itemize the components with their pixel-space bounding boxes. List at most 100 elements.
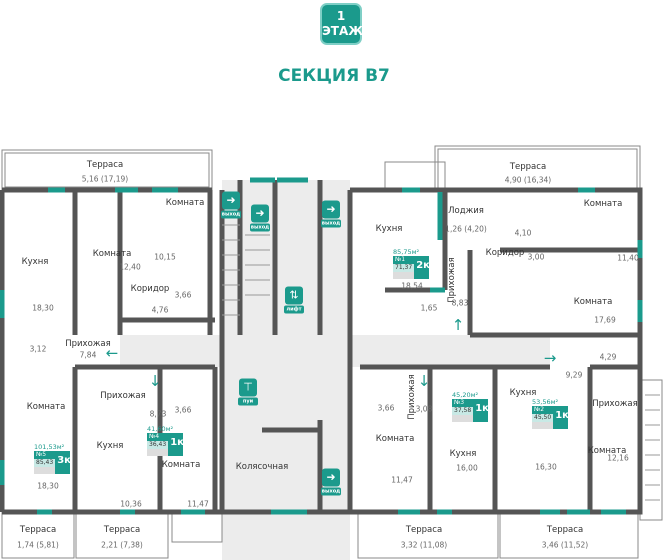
floor-badge: 1 ЭТАЖ xyxy=(320,3,363,45)
room-area: 16,00 xyxy=(456,463,478,473)
stairs xyxy=(222,224,660,501)
room-area: 2,21 (7,38) xyxy=(101,540,143,550)
exit-icon: ➜ xyxy=(222,191,240,210)
floor-label: ЭТАЖ xyxy=(322,24,363,38)
exit-sign: ➜выход xyxy=(321,468,341,496)
room-label: Прихожая xyxy=(447,257,457,303)
room-label: Комната xyxy=(26,402,66,412)
exit-caption: выход xyxy=(250,223,270,232)
arrow-down-icon: ↓ xyxy=(148,372,162,390)
exit-sign: ➜выход xyxy=(250,204,270,232)
room-area: 12,16 xyxy=(607,453,629,463)
room-area: 3,08 xyxy=(415,404,433,414)
room-label: Терраса xyxy=(103,525,141,535)
arrow-right-icon: → xyxy=(543,349,557,367)
hall-area xyxy=(120,180,550,560)
room-label: Кухня xyxy=(509,388,537,398)
room-area: 8,73 xyxy=(149,409,167,419)
floor-number: 1 xyxy=(336,9,346,23)
exit-sign: ➜выход xyxy=(321,200,341,228)
apartment-total-area: 53,56м² xyxy=(532,398,559,406)
room-area: 12,40 xyxy=(119,262,141,272)
room-area: 3,66 xyxy=(174,290,192,300)
room-area: 10,36 xyxy=(120,499,142,509)
room-area: 4,90 (16,34) xyxy=(504,175,552,185)
room-area: 3,32 (11,08) xyxy=(400,540,448,550)
section-title: СЕКЦИЯ В7 xyxy=(278,66,390,86)
apartment-rooms: 1к xyxy=(555,410,569,421)
apartment-total-area: 41,60м² xyxy=(147,425,174,433)
apartment-number: №1 xyxy=(395,256,406,263)
exit-sign: ➜выход xyxy=(221,191,241,219)
room-area: 18,54 xyxy=(401,281,423,291)
room-area: 11,47 xyxy=(187,499,209,509)
room-label: Комната xyxy=(573,297,613,307)
room-label: Терраса xyxy=(86,160,124,170)
room-label: Терраса xyxy=(405,525,443,535)
apartment-number: №5 xyxy=(36,451,47,458)
room-area: 3,66 xyxy=(377,403,395,413)
room-label: Кухня xyxy=(21,257,49,267)
room-area: 18,30 xyxy=(32,303,54,313)
room-area: 4,10 xyxy=(514,228,532,238)
room-label: Коридор xyxy=(130,284,170,294)
apartment-rooms: 1к xyxy=(475,403,489,414)
lift-icon: ⇅ xyxy=(285,286,303,305)
pui-sign: ⊤пуи xyxy=(238,378,258,406)
apartment-rooms: 1к xyxy=(170,437,184,448)
room-area: 9,29 xyxy=(565,370,583,380)
room-area: 1,65 xyxy=(420,303,438,313)
apartment-total-area: 45,20м² xyxy=(452,391,479,399)
arrow-down-icon: ↓ xyxy=(417,372,431,390)
room-area: 8,83 xyxy=(451,298,469,308)
room-area: 3,00 xyxy=(527,252,545,262)
room-label: Коридор xyxy=(485,248,525,258)
room-area: 5,16 (17,19) xyxy=(81,174,129,184)
room-label: Прихожая xyxy=(100,391,146,401)
room-area: 3,66 xyxy=(174,405,192,415)
exit-icon: ➜ xyxy=(322,468,340,487)
exit-caption: выход xyxy=(321,487,341,496)
room-label: Кухня xyxy=(449,449,477,459)
room-label: Комната xyxy=(92,249,132,259)
room-area: 16,30 xyxy=(535,462,557,472)
room-area: 18,30 xyxy=(37,481,59,491)
apartment-number: №3 xyxy=(454,399,465,406)
lift-caption: лифт xyxy=(284,305,304,314)
room-area: 7,84 xyxy=(79,350,97,360)
room-area: 4,76 xyxy=(151,305,169,315)
room-label: Кухня xyxy=(96,441,124,451)
exit-icon: ➜ xyxy=(322,200,340,219)
room-label: Терраса xyxy=(509,162,547,172)
room-area: 3,12 xyxy=(29,344,47,354)
room-label: Терраса xyxy=(546,525,584,535)
room-label: Прихожая xyxy=(65,339,111,349)
exit-caption: выход xyxy=(221,210,241,219)
exit-caption: выход xyxy=(321,219,341,228)
room-area: 10,15 xyxy=(154,252,176,262)
hose-icon: ⊤ xyxy=(239,378,257,397)
room-area: 17,69 xyxy=(594,315,616,325)
apartment-living-area: 37,58 xyxy=(452,407,474,415)
lift-sign: ⇅лифт xyxy=(284,286,304,314)
apartment-living-area: 45,50 xyxy=(532,414,554,422)
room-label: Колясочная xyxy=(235,462,289,472)
apartment-living-area: 71,37 xyxy=(393,264,415,272)
room-area: 3,46 (11,52) xyxy=(541,540,589,550)
pui-caption: пуи xyxy=(238,397,258,406)
room-area: 1,26 (4,20) xyxy=(445,224,487,234)
apartment-living-area: 85,43 xyxy=(34,459,56,467)
room-label: Комната xyxy=(587,446,627,456)
room-area: 1,74 (5,81) xyxy=(17,540,59,550)
walls xyxy=(0,180,643,515)
room-label: Комната xyxy=(375,434,415,444)
room-area: 11,40 xyxy=(617,253,639,263)
room-label: Комната xyxy=(165,198,205,208)
apartment-total-area: 101,53м² xyxy=(34,443,65,451)
